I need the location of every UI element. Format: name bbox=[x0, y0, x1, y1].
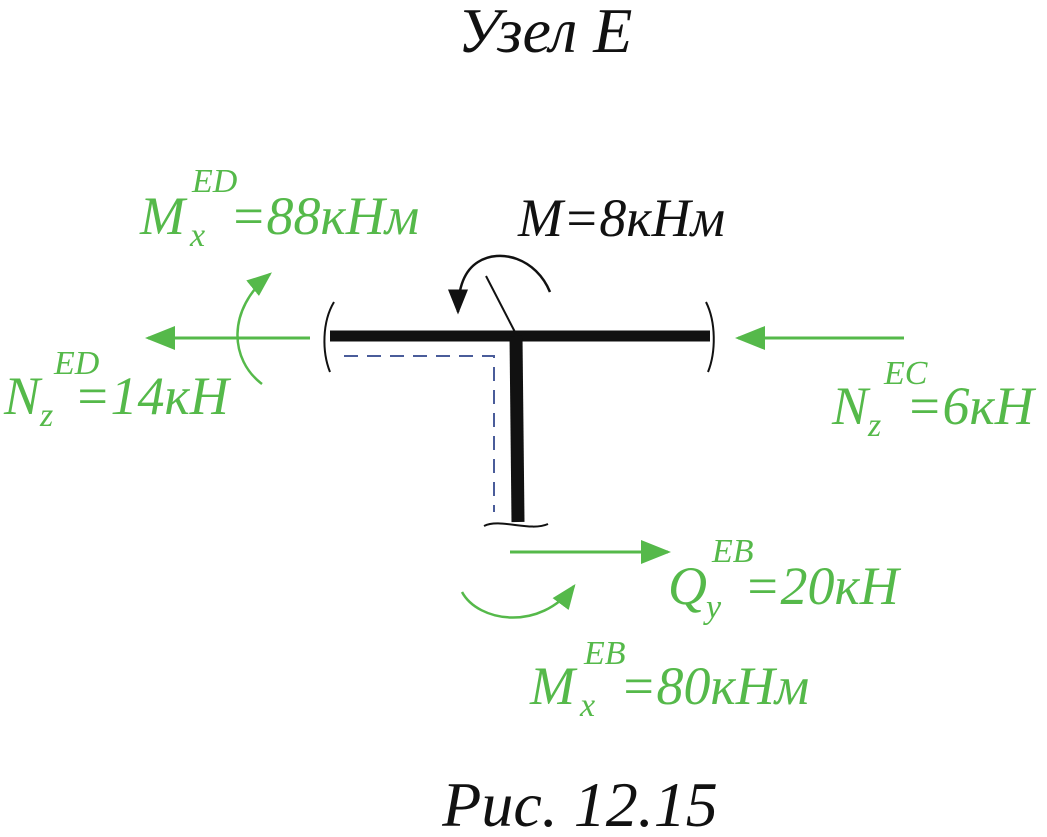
moment-lever-line bbox=[485, 275, 517, 335]
nz-ec-subscript: z bbox=[867, 407, 881, 444]
applied-moment-arrow bbox=[448, 254, 552, 315]
nz-ec-symbol: N bbox=[831, 376, 871, 436]
qy-eb-superscript: EB bbox=[711, 533, 754, 570]
bottom-cut-mark bbox=[483, 522, 549, 528]
nz-ed-value: =14кН bbox=[74, 366, 232, 426]
moment-mx-eb-arrow bbox=[460, 583, 576, 619]
qy-eb-value: =20кН bbox=[744, 556, 902, 616]
applied-moment-label: M=8кНм bbox=[517, 188, 725, 248]
left-cut-mark bbox=[323, 301, 335, 373]
mx-ed-symbol: M bbox=[139, 186, 188, 246]
nz-ed-symbol: N bbox=[3, 366, 43, 426]
mx-ed-value: =88кНм bbox=[230, 186, 419, 246]
mx-eb-superscript: EB bbox=[583, 635, 626, 672]
label-nz-ec: N EC z =6кН bbox=[831, 355, 1037, 444]
diagram-title: Узел E bbox=[458, 0, 633, 66]
mx-eb-symbol: M bbox=[529, 656, 578, 716]
label-mx-eb: M EB x =80кНм bbox=[529, 635, 809, 724]
mx-ed-superscript: ED bbox=[191, 163, 238, 200]
mx-ed-subscript: x bbox=[189, 217, 205, 254]
label-nz-ed: N ED z =14кН bbox=[3, 345, 232, 434]
mx-eb-value: =80кНм bbox=[620, 656, 809, 716]
qy-eb-subscript: y bbox=[703, 589, 722, 626]
label-mx-ed: M ED x =88кНм bbox=[139, 163, 419, 254]
nz-ed-subscript: z bbox=[39, 397, 53, 434]
nz-ec-value: =6кН bbox=[906, 376, 1037, 436]
label-qy-eb: Q EB y =20кН bbox=[668, 533, 902, 626]
qy-eb-symbol: Q bbox=[668, 556, 707, 616]
nz-ed-superscript: ED bbox=[53, 345, 100, 382]
moment-mx-ed-arrow bbox=[236, 272, 272, 385]
vertical-column bbox=[509, 335, 525, 523]
nz-ec-superscript: EC bbox=[883, 355, 928, 392]
figure-caption: Рис. 12.15 bbox=[441, 769, 718, 837]
mx-eb-subscript: x bbox=[579, 687, 595, 724]
right-cut-mark bbox=[705, 301, 715, 373]
tension-fibre-dashed-line bbox=[344, 355, 495, 512]
